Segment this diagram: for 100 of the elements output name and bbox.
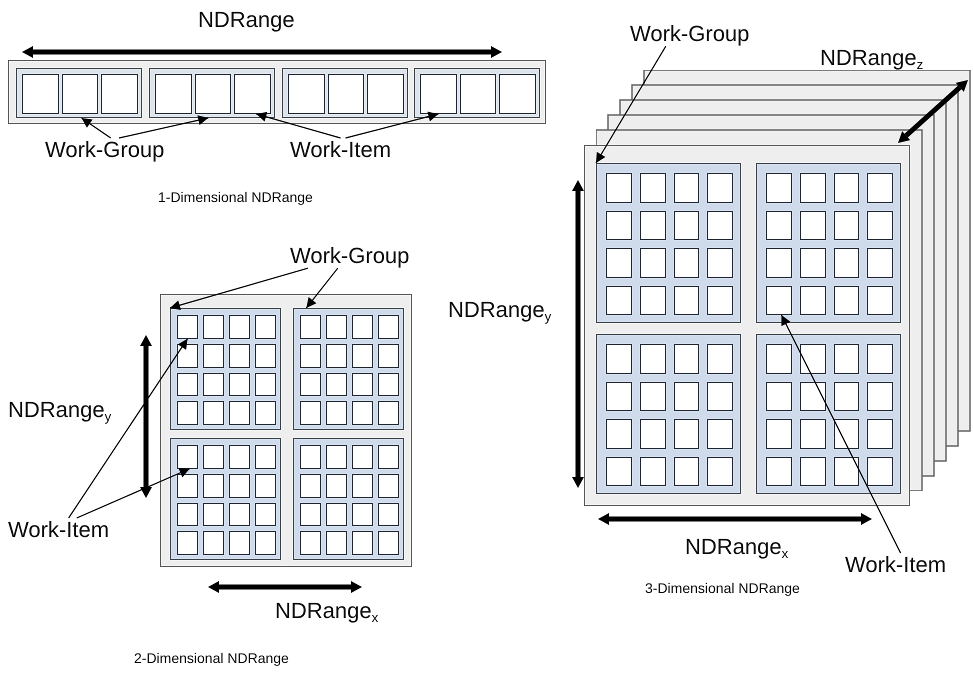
work-item-square (229, 445, 250, 469)
work-item-square (300, 474, 321, 498)
work-item-square (867, 248, 893, 278)
work-item-square (606, 344, 632, 374)
dimension-label: NDRange$_{z}$ (820, 46, 924, 72)
dimension-label: NDRange$_{x}$ (275, 599, 378, 626)
work-item-square (640, 344, 666, 374)
work-group-block (293, 308, 404, 430)
ndrange-panel (8, 60, 546, 124)
work-item-square (606, 382, 632, 411)
work-item-square (766, 382, 792, 411)
work-item-square (800, 419, 826, 448)
work-item-square (606, 210, 632, 240)
work-item-square (177, 315, 198, 339)
work-item-square (300, 401, 321, 425)
work-item-square (707, 248, 733, 278)
work-item-square (22, 74, 59, 114)
work-item-square (255, 372, 276, 396)
work-group-block (170, 438, 281, 560)
leader-line (256, 112, 341, 139)
work-item-square (766, 173, 792, 202)
dimension-label: NDRange$_{x}$ (685, 535, 788, 562)
work-item-square (867, 344, 893, 374)
work-item-square (800, 344, 826, 374)
work-group-block (756, 334, 901, 494)
work-item-square (707, 286, 733, 315)
work-item-square (800, 173, 826, 202)
work-item-square (177, 474, 198, 498)
work-item-square (352, 502, 373, 526)
work-group-block (170, 308, 281, 430)
work-item-square (640, 382, 666, 411)
work-item-square (367, 74, 404, 114)
work-item-square (203, 315, 224, 339)
leader-line (118, 115, 208, 139)
work-item-square (800, 248, 826, 278)
callout-label: Work-Item (8, 518, 110, 542)
work-item-square (229, 474, 250, 498)
work-item-square (674, 456, 700, 486)
work-group-block (756, 163, 901, 323)
work-item-square (606, 286, 632, 315)
work-item-square (203, 502, 224, 526)
work-item-square (867, 173, 893, 202)
work-item-square (300, 531, 321, 555)
work-group-block (149, 68, 275, 118)
work-item-square (460, 74, 496, 114)
work-item-square (255, 401, 276, 425)
work-item-square (378, 315, 399, 339)
work-item-square (352, 372, 373, 396)
work-item-square (326, 315, 347, 339)
work-group-block (596, 163, 741, 323)
work-item-square (300, 315, 321, 339)
work-item-square (352, 315, 373, 339)
work-item-square (867, 419, 893, 448)
work-item-square (177, 372, 198, 396)
work-item-square (194, 74, 232, 114)
work-item-square (177, 531, 198, 555)
work-item-square (378, 474, 399, 498)
work-item-square (674, 286, 700, 315)
work-item-square (834, 456, 860, 486)
work-item-square (378, 401, 399, 425)
work-item-square (867, 286, 893, 315)
caption: 3-Dimensional NDRange (645, 581, 800, 596)
work-group-block (16, 68, 142, 118)
work-item-square (255, 474, 276, 498)
work-item-square (834, 382, 860, 411)
dimension-label: NDRange$_{y}$ (8, 398, 112, 424)
work-item-square (834, 344, 860, 374)
work-item-square (834, 248, 860, 278)
work-item-square (326, 531, 347, 555)
work-item-square (640, 173, 666, 202)
work-item-square (203, 401, 224, 425)
work-item-square (203, 445, 224, 469)
work-item-square (707, 419, 733, 448)
work-item-square (867, 382, 893, 411)
work-item-square (203, 344, 224, 368)
work-item-square (177, 445, 198, 469)
work-item-square (378, 502, 399, 526)
leader-line (306, 268, 338, 308)
work-item-square (326, 344, 347, 368)
work-item-square (326, 445, 347, 469)
work-item-square (766, 210, 792, 240)
leader-line (595, 46, 666, 164)
callout-label: Work-Item (290, 138, 392, 162)
work-item-square (834, 419, 860, 448)
work-item-square (378, 344, 399, 368)
work-item-square (255, 502, 276, 526)
work-item-square (606, 456, 632, 486)
work-item-square (420, 74, 457, 114)
work-item-square (378, 372, 399, 396)
work-item-square (229, 315, 250, 339)
work-group-block (293, 438, 404, 560)
work-item-square (300, 502, 321, 526)
work-item-square (640, 419, 666, 448)
work-item-square (640, 286, 666, 315)
work-item-square (288, 74, 325, 114)
leader-line (345, 112, 438, 139)
work-item-square (674, 248, 700, 278)
work-item-square (606, 419, 632, 448)
work-item-square (101, 74, 138, 114)
work-item-square (674, 210, 700, 240)
